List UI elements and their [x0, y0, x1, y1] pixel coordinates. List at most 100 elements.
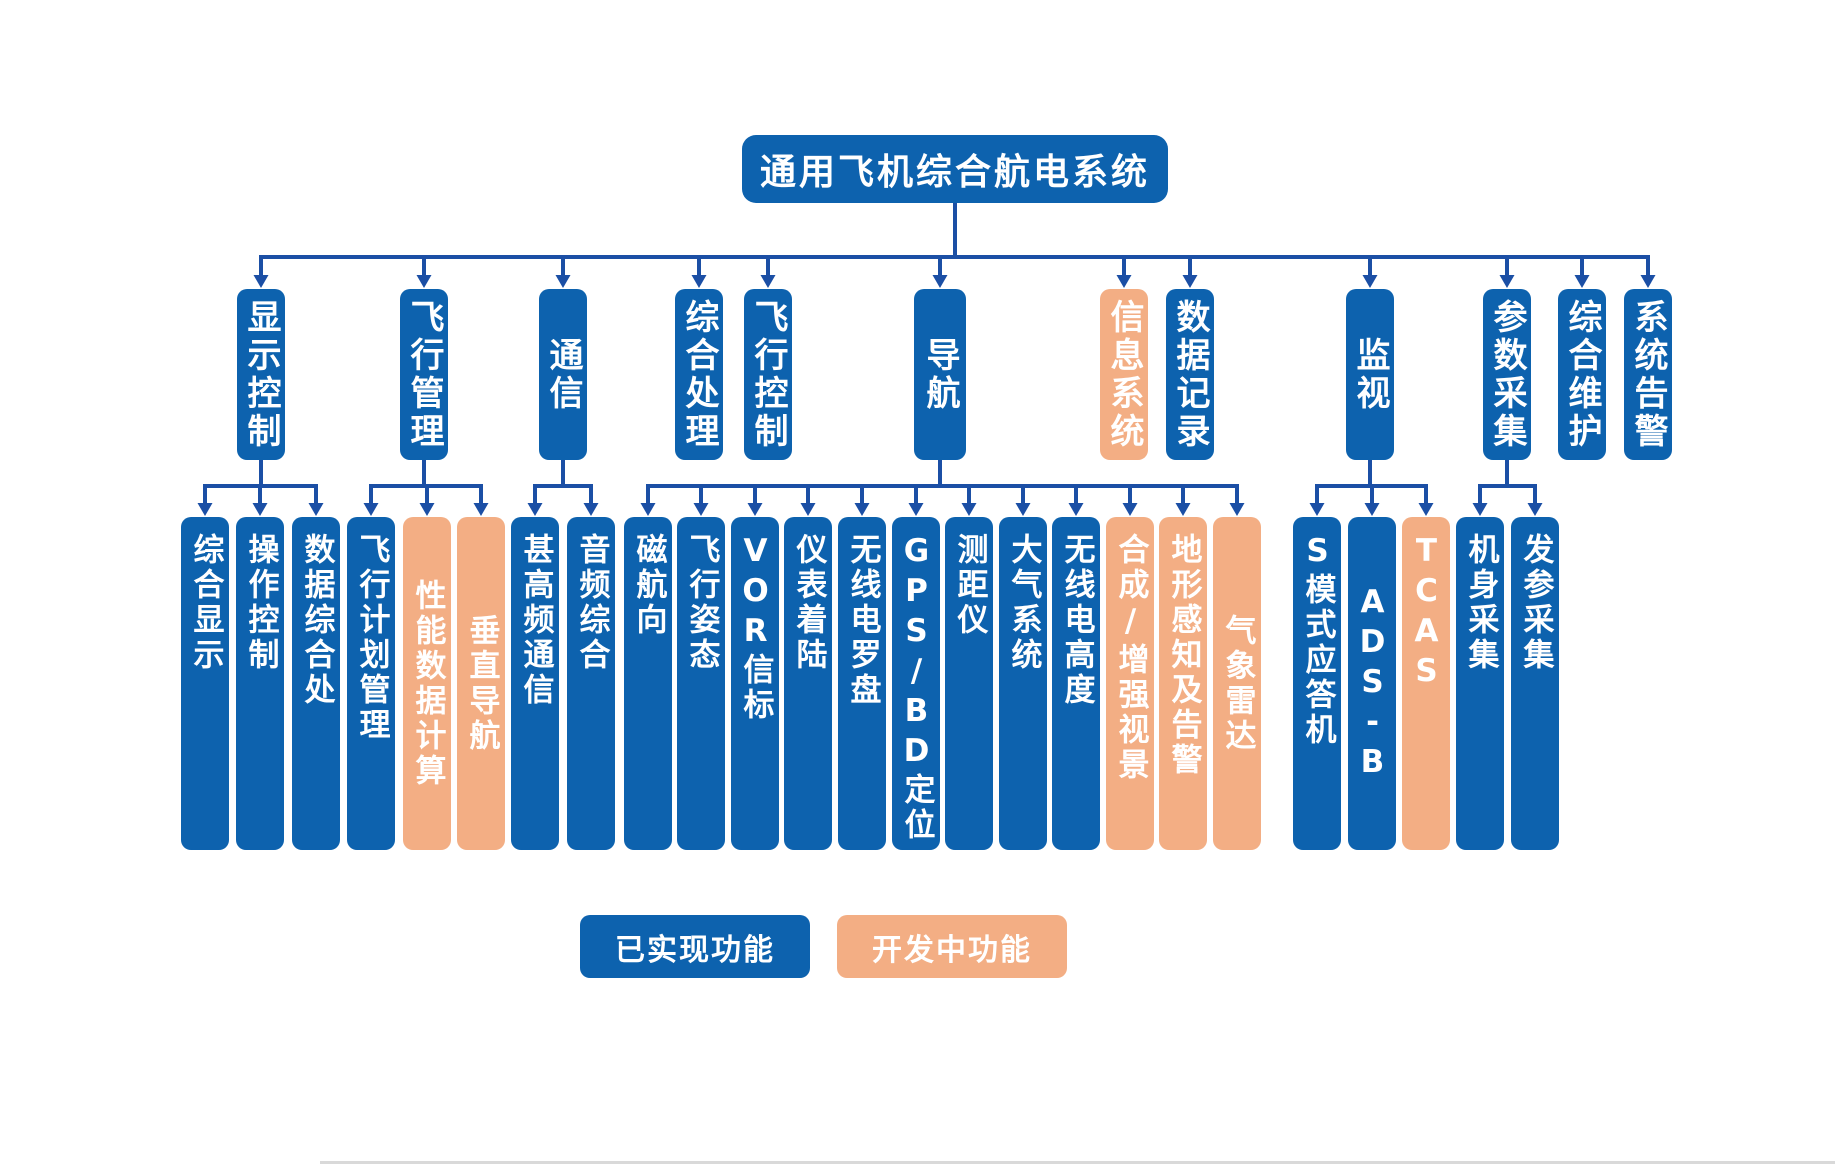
- node-operation-control: 操作控制: [236, 517, 284, 850]
- node-vertical-navigation: 垂直导航: [457, 517, 505, 850]
- root-node-label: 通用飞机综合航电系统: [759, 152, 1150, 193]
- node-label-parameter-acquisition: 参数采集: [1487, 298, 1527, 451]
- node-performance-data-computation: 性能数据计算: [403, 517, 451, 850]
- node-data-integration-processing: 数据综合处: [292, 517, 340, 850]
- node-label-air-data-system: 大气系统: [1005, 533, 1042, 673]
- node-integrated-display: 综合显示: [181, 517, 229, 850]
- node-label-navigation: 导航: [920, 336, 960, 413]
- arrow-icon: [197, 503, 213, 516]
- node-label-data-recording: 数据记录: [1170, 298, 1210, 451]
- node-label-vhf-communication: 甚高频通信: [517, 533, 554, 708]
- node-air-data-system: 大气系统: [999, 517, 1047, 850]
- arrow-icon: [1229, 503, 1245, 516]
- arrow-icon: [583, 503, 599, 516]
- node-label-system-alerting: 系统告警: [1628, 298, 1668, 451]
- arrow-icon: [1472, 503, 1488, 516]
- legend-in-development: 开发中功能: [837, 915, 1067, 978]
- node-display-control: 显示控制: [237, 289, 285, 460]
- node-label-mode-s-transponder: S模式应答机: [1299, 533, 1336, 748]
- arrow-icon: [1116, 275, 1132, 288]
- node-integrated-maintenance: 综合维护: [1558, 289, 1606, 460]
- arrow-icon: [1015, 503, 1031, 516]
- node-radio-altitude: 无线电高度: [1052, 517, 1100, 850]
- arrow-icon: [1175, 503, 1191, 516]
- node-ads-b: ADS-B: [1348, 517, 1396, 850]
- arrow-icon: [473, 503, 489, 516]
- node-tcas: TCAS: [1402, 517, 1450, 850]
- arrow-icon: [932, 275, 948, 288]
- arrow-icon: [1068, 503, 1084, 516]
- legend-implemented-label: 已实现功能: [615, 932, 775, 968]
- arrow-icon: [747, 503, 763, 516]
- node-communication: 通信: [539, 289, 587, 460]
- node-flight-attitude: 飞行姿态: [677, 517, 725, 850]
- node-label-performance-data-computation: 性能数据计算: [409, 578, 446, 789]
- arrow-icon: [961, 503, 977, 516]
- arrow-icon: [416, 275, 432, 288]
- node-weather-radar: 气象雷达: [1213, 517, 1261, 850]
- connector-path: [203, 201, 1650, 507]
- arrow-icon: [1122, 503, 1138, 516]
- arrow-icon: [1182, 275, 1198, 288]
- node-label-operation-control: 操作控制: [242, 533, 279, 673]
- arrow-icon: [252, 503, 268, 516]
- node-label-surveillance: 监视: [1350, 336, 1390, 413]
- legend-in-development-label: 开发中功能: [872, 932, 1032, 968]
- arrow-icon: [693, 503, 709, 516]
- node-label-terrain-awareness-warning: 地形感知及告警: [1165, 533, 1202, 778]
- node-label-synthetic-enhanced-vision: 合成/增强视景: [1112, 533, 1149, 783]
- arrow-icon: [800, 503, 816, 516]
- node-engine-parameter-acquisition: 发参采集: [1511, 517, 1559, 850]
- node-parameter-acquisition: 参数采集: [1483, 289, 1531, 460]
- node-system-alerting: 系统告警: [1624, 289, 1672, 460]
- arrow-icon: [854, 503, 870, 516]
- footer-divider: [320, 1161, 1835, 1164]
- node-gps-bd-positioning: GPS/BD定位: [892, 517, 940, 850]
- node-vhf-communication: 甚高频通信: [511, 517, 559, 850]
- node-label-engine-parameter-acquisition: 发参采集: [1517, 533, 1554, 673]
- arrow-icon: [1574, 275, 1590, 288]
- arrow-icon: [308, 503, 324, 516]
- node-label-airframe-acquisition: 机身采集: [1462, 533, 1499, 673]
- node-terrain-awareness-warning: 地形感知及告警: [1159, 517, 1207, 850]
- node-audio-integration: 音频综合: [567, 517, 615, 850]
- node-label-magnetic-heading: 磁航向: [630, 533, 667, 638]
- arrow-icon: [555, 275, 571, 288]
- node-dme-distance-measuring: 测距仪: [945, 517, 993, 850]
- node-label-display-control: 显示控制: [241, 298, 281, 451]
- node-label-instrument-landing: 仪表着陆: [790, 533, 827, 673]
- arrow-icon: [1499, 275, 1515, 288]
- node-information-system: 信息系统: [1100, 289, 1148, 460]
- arrow-icon: [1362, 275, 1378, 288]
- node-instrument-landing: 仪表着陆: [784, 517, 832, 850]
- node-label-integrated-maintenance: 综合维护: [1562, 298, 1602, 451]
- node-surveillance: 监视: [1346, 289, 1394, 460]
- node-label-radio-compass: 无线电罗盘: [844, 533, 881, 708]
- node-label-radio-altitude: 无线电高度: [1058, 533, 1095, 708]
- node-label-gps-bd-positioning: GPS/BD定位: [898, 533, 935, 843]
- node-airframe-acquisition: 机身采集: [1456, 517, 1504, 850]
- node-magnetic-heading: 磁航向: [624, 517, 672, 850]
- arrow-icon: [760, 275, 776, 288]
- node-label-flight-attitude: 飞行姿态: [683, 533, 720, 673]
- node-radio-compass: 无线电罗盘: [838, 517, 886, 850]
- node-synthetic-enhanced-vision: 合成/增强视景: [1106, 517, 1154, 850]
- node-label-audio-integration: 音频综合: [573, 533, 610, 673]
- node-label-integrated-display: 综合显示: [187, 533, 224, 673]
- node-label-integrated-processing: 综合处理: [679, 298, 719, 451]
- arrow-icon: [253, 275, 269, 288]
- node-label-tcas: TCAS: [1408, 533, 1445, 693]
- node-label-weather-radar: 气象雷达: [1219, 613, 1256, 754]
- node-label-dme-distance-measuring: 测距仪: [951, 533, 988, 638]
- node-label-communication: 通信: [543, 336, 583, 413]
- node-label-flight-management: 飞行管理: [404, 298, 444, 451]
- root-node: 通用飞机综合航电系统: [742, 135, 1168, 203]
- arrow-icon: [1364, 503, 1380, 516]
- arrow-icon: [691, 275, 707, 288]
- node-navigation: 导航: [914, 289, 966, 460]
- node-label-ads-b: ADS-B: [1354, 583, 1391, 784]
- node-data-recording: 数据记录: [1166, 289, 1214, 460]
- node-flight-management: 飞行管理: [400, 289, 448, 460]
- node-label-flight-control: 飞行控制: [748, 298, 788, 451]
